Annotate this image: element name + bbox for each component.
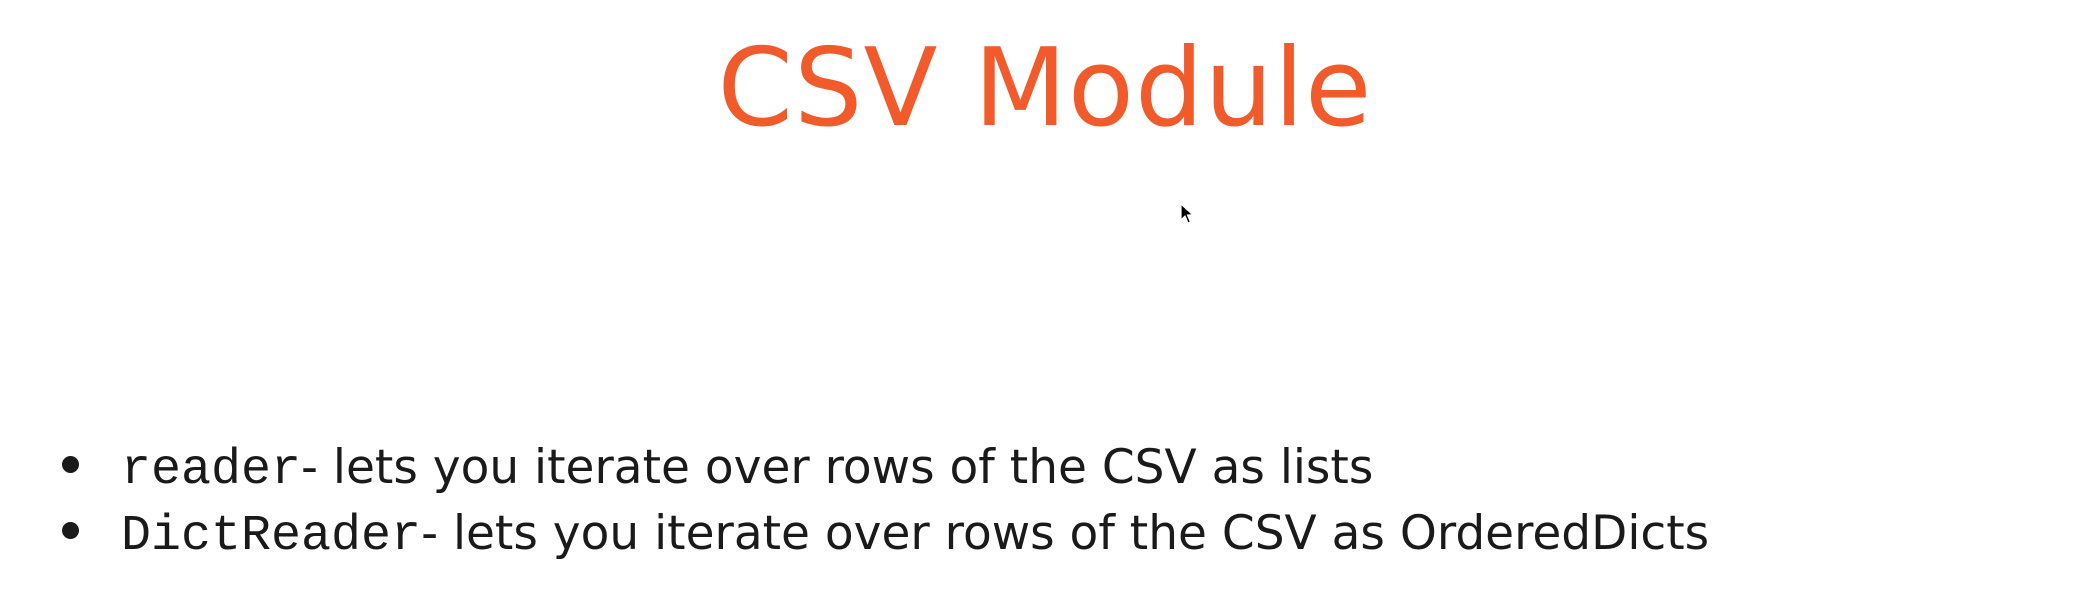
bullet-dot-icon (62, 456, 79, 473)
bullet-description: - lets you iterate over rows of the CSV … (301, 440, 1374, 495)
mouse-pointer-icon (1180, 203, 1194, 224)
bullet-code-term: reader (121, 442, 302, 499)
slide-title: CSV Module (717, 26, 1373, 151)
bullet-item-reader: reader - lets you iterate over rows of t… (62, 440, 1709, 506)
bullet-list: reader - lets you iterate over rows of t… (62, 440, 1709, 572)
bullet-description: - lets you iterate over rows of the CSV … (421, 506, 1710, 561)
bullet-code-term: DictReader (121, 508, 422, 565)
bullet-item-dictreader: DictReader - lets you iterate over rows … (62, 506, 1709, 572)
bullet-dot-icon (62, 522, 79, 539)
